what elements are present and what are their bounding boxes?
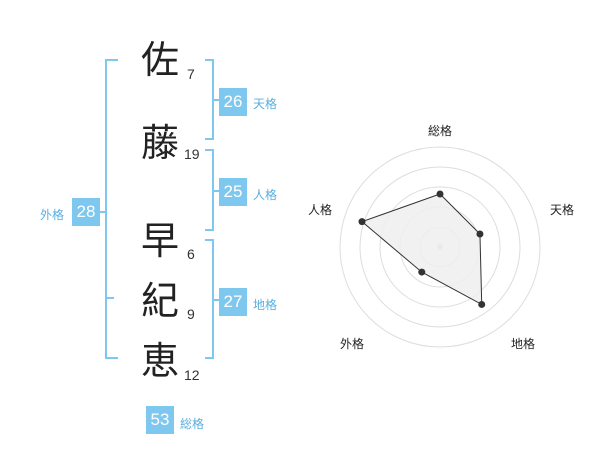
name-char-2: 藤 xyxy=(141,121,180,165)
gaikaku-label: 外格 xyxy=(40,208,65,222)
radar-point-0 xyxy=(436,190,444,198)
chikaku-badge: 27 xyxy=(219,288,247,316)
stroke-count-5: 12 xyxy=(184,367,200,383)
radar-value-polygon xyxy=(361,193,483,306)
stroke-count-3: 6 xyxy=(187,246,195,262)
name-char-4: 紀 xyxy=(141,279,180,323)
name-char-3: 早 xyxy=(141,219,180,263)
radar-axis-label-gaikaku: 外格 xyxy=(340,337,365,351)
tenkaku-label: 天格 xyxy=(253,97,278,111)
radar-point-4 xyxy=(358,218,366,226)
jinkaku-label: 人格 xyxy=(253,188,278,202)
radar-point-3 xyxy=(418,268,426,276)
radar-axis-label-chikaku: 地格 xyxy=(511,337,536,351)
chikaku-label: 地格 xyxy=(253,298,278,312)
name-char-5: 恵 xyxy=(141,339,180,383)
jinkaku-badge: 25 xyxy=(219,178,247,206)
stroke-count-1: 7 xyxy=(187,66,195,82)
name-char-1: 佐 xyxy=(141,38,180,82)
soukaku-badge: 53 xyxy=(146,406,174,434)
radar-point-1 xyxy=(476,230,484,238)
soukaku-label: 総格 xyxy=(180,417,205,431)
radar-ring xyxy=(359,166,521,328)
radar-ring xyxy=(339,146,541,348)
tenkaku-badge: 26 xyxy=(219,88,247,116)
radar-axis-label-tenkaku: 天格 xyxy=(550,203,575,217)
radar-ring xyxy=(379,186,501,308)
radar-point-2 xyxy=(478,300,486,308)
radar-axis-label-soukaku: 総格 xyxy=(428,124,453,138)
stroke-count-4: 9 xyxy=(187,306,195,322)
radar-axis-label-jinkaku: 人格 xyxy=(308,203,333,217)
stroke-count-2: 19 xyxy=(184,146,200,162)
gaikaku-badge: 28 xyxy=(72,198,100,226)
